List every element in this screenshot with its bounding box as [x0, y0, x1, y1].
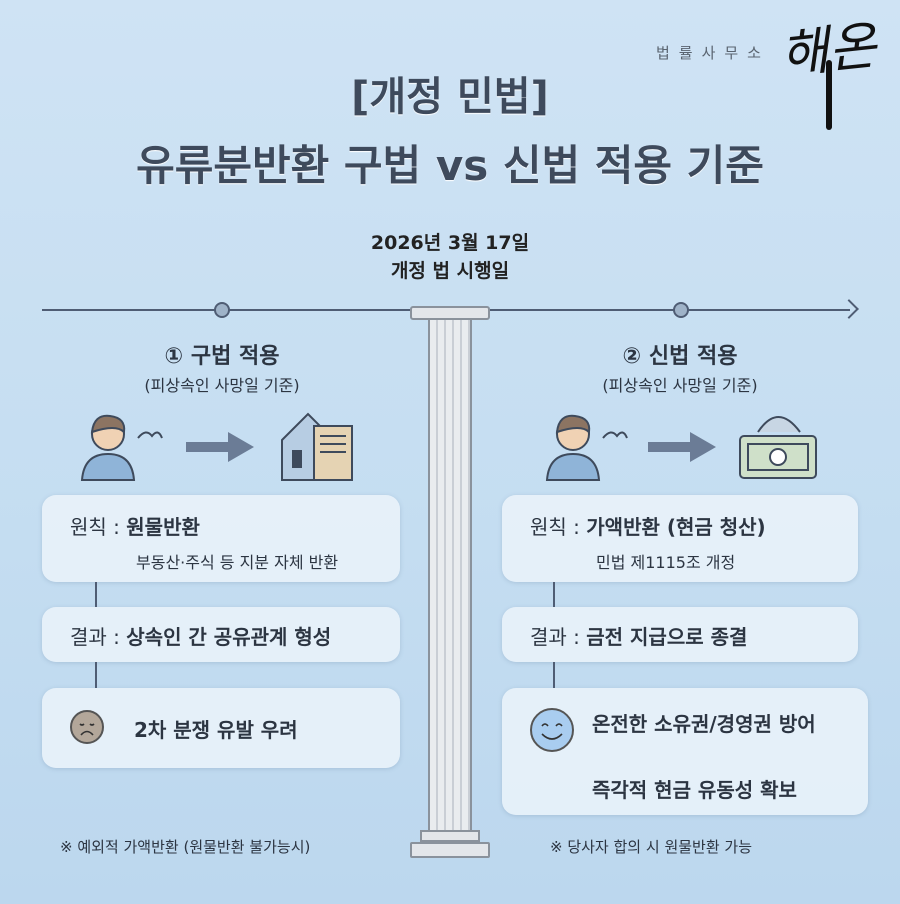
new-law-sub: (피상속인 사망일 기준): [602, 376, 758, 395]
old-principle-card: 원칙 : 원물반환 부동산·주식 등 지분 자체 반환: [42, 495, 400, 582]
new-principle-card: 원칙 : 가액반환 (현금 청산) 민법 제1115조 개정: [502, 495, 858, 582]
person-icon: [80, 410, 163, 482]
connector: [95, 582, 97, 607]
new-principle-detail: 민법 제1115조 개정: [596, 553, 736, 572]
principle-key: 원칙 :: [70, 515, 127, 539]
old-outcome-card: 2차 분쟁 유발 우려: [42, 688, 400, 768]
result-value: 금전 지급으로 종결: [586, 625, 748, 649]
result-key: 결과 :: [70, 625, 127, 649]
timeline-dot-old: [214, 302, 230, 318]
old-principle: 원칙 : 원물반환: [70, 511, 200, 540]
connector: [553, 662, 555, 688]
old-result-card: 결과 : 상속인 간 공유관계 형성: [42, 607, 400, 662]
cash-icon: [738, 408, 820, 486]
title-line1: [개정 민법]: [351, 74, 549, 120]
effective-date: 2026년 3월 17일: [370, 232, 530, 254]
result-value: 상속인 간 공유관계 형성: [126, 625, 332, 649]
new-law-heading: ② 신법 적용: [622, 344, 738, 369]
smiley-face-icon: [530, 708, 574, 752]
sad-face-icon: [70, 710, 104, 744]
new-outcome-2: 즉각적 현금 유동성 확보: [592, 778, 797, 802]
old-law-sub: (피상속인 사망일 기준): [144, 376, 300, 395]
pillar-capital: [410, 306, 490, 320]
principle-key: 원칙 :: [530, 515, 587, 539]
pillar-icon: [428, 318, 472, 830]
new-principle: 원칙 : 가액반환 (현금 청산): [530, 511, 766, 540]
new-outcome-1: 온전한 소유권/경영권 방어: [592, 712, 816, 736]
building-icon: [278, 410, 358, 486]
timeline-dot-new: [673, 302, 689, 318]
effective-date-label: 개정 법 시행일: [390, 260, 510, 282]
logo-stroke: [826, 60, 832, 130]
new-outcome-card: 온전한 소유권/경영권 방어 즉각적 현금 유동성 확보: [502, 688, 868, 815]
old-principle-detail: 부동산·주식 등 지분 자체 반환: [136, 553, 339, 572]
old-outcome: 2차 분쟁 유발 우려: [134, 718, 298, 742]
result-key: 결과 :: [530, 625, 587, 649]
pillar-base: [420, 830, 480, 842]
old-note: ※ 예외적 가액반환 (원물반환 불가능시): [60, 838, 311, 856]
new-note: ※ 당사자 합의 시 원물반환 가능: [550, 838, 753, 856]
connector: [553, 582, 555, 607]
new-result: 결과 : 금전 지급으로 종결: [530, 621, 747, 650]
old-law-heading: ① 구법 적용: [164, 344, 280, 369]
principle-value: 가액반환 (현금 청산): [586, 515, 766, 539]
old-result: 결과 : 상속인 간 공유관계 형성: [70, 621, 331, 650]
arrow-right-icon: [186, 430, 256, 468]
pillar-plinth: [410, 842, 490, 858]
arrow-right-icon: [648, 430, 718, 468]
title-line2: 유류분반환 구법 vs 신법 적용 기준: [136, 141, 764, 190]
connector: [95, 662, 97, 688]
brand-label: 법률사무소: [655, 44, 770, 62]
principle-value: 원물반환: [126, 515, 200, 539]
person-icon: [545, 410, 645, 482]
new-result-card: 결과 : 금전 지급으로 종결: [502, 607, 858, 662]
timeline-arrow-icon: [839, 299, 859, 319]
